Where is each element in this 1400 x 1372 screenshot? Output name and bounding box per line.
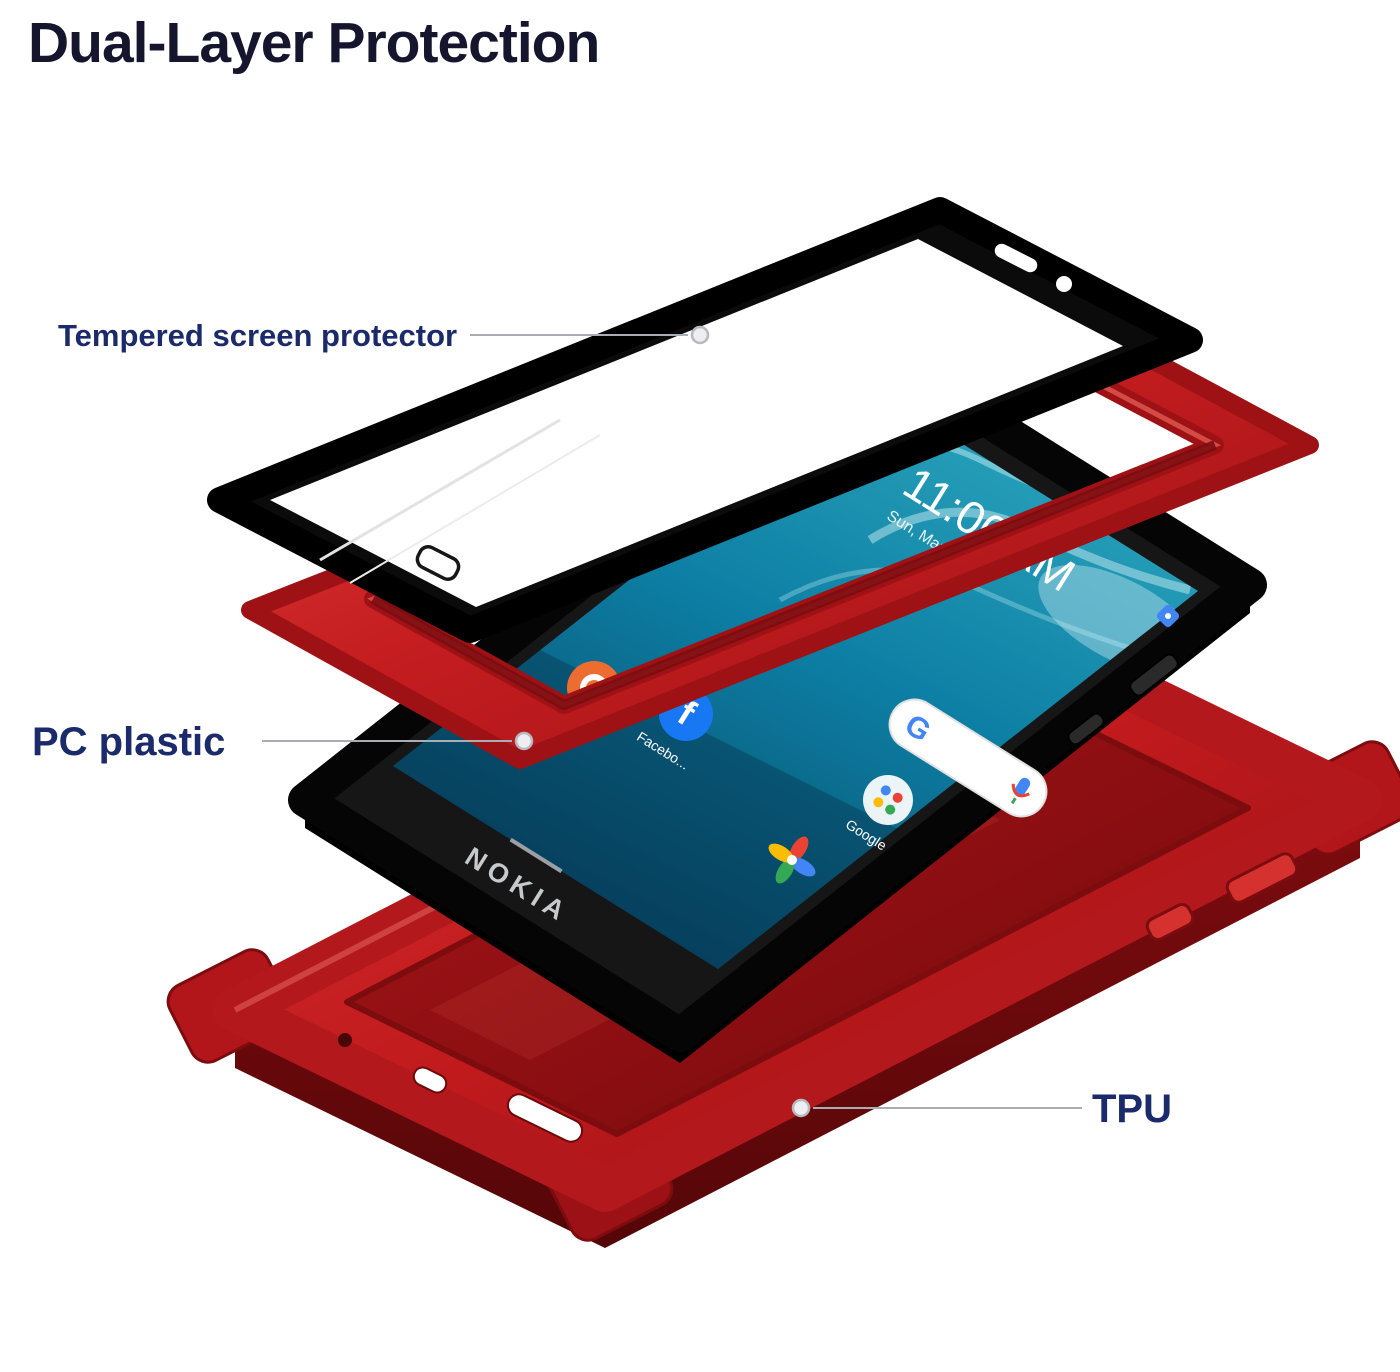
- usb-port-cutout: [412, 1066, 448, 1094]
- pc-plastic-label: PC plastic: [32, 720, 225, 764]
- receiver-cutout: [415, 545, 461, 581]
- glass-reflection: [319, 418, 561, 562]
- screen-protector-anchor-dot: [690, 325, 710, 345]
- glass-reflection: [349, 434, 601, 584]
- mic-icon: [1010, 777, 1031, 805]
- pc-plastic-anchor-dot: [514, 731, 534, 751]
- annotation-tpu: TPU: [791, 1087, 1172, 1131]
- annotation-screen-protector: Tempered screen protector: [58, 318, 710, 353]
- tpu-volume-button: [1225, 852, 1299, 904]
- tpu-label: TPU: [1092, 1087, 1172, 1131]
- speaker-slot-cutout: [506, 1093, 584, 1143]
- photos-pinwheel-icon: [768, 836, 816, 884]
- annotation-pc-plastic: PC plastic: [32, 720, 534, 764]
- page-title: Dual-Layer Protection: [28, 11, 599, 75]
- map-pin-icon: [1156, 604, 1180, 628]
- earpiece-pill-cutout: [994, 243, 1038, 273]
- pc-frame-inner-depth: [370, 440, 1217, 710]
- tpu-anchor-dot: [791, 1098, 811, 1118]
- screen-protector-label: Tempered screen protector: [58, 318, 457, 353]
- protector-glass: [270, 239, 1123, 607]
- tpu-port-cutouts: [338, 1033, 584, 1143]
- camera-hole-cutout: [1056, 276, 1072, 292]
- screen-protector-layer: [207, 197, 1203, 643]
- mic-hole-cutout: [338, 1033, 352, 1047]
- tpu-side-buttons: [1145, 852, 1299, 941]
- google-search-pill: G: [888, 698, 1048, 818]
- phone-side-buttons: [1067, 653, 1179, 746]
- tpu-power-button: [1145, 903, 1195, 941]
